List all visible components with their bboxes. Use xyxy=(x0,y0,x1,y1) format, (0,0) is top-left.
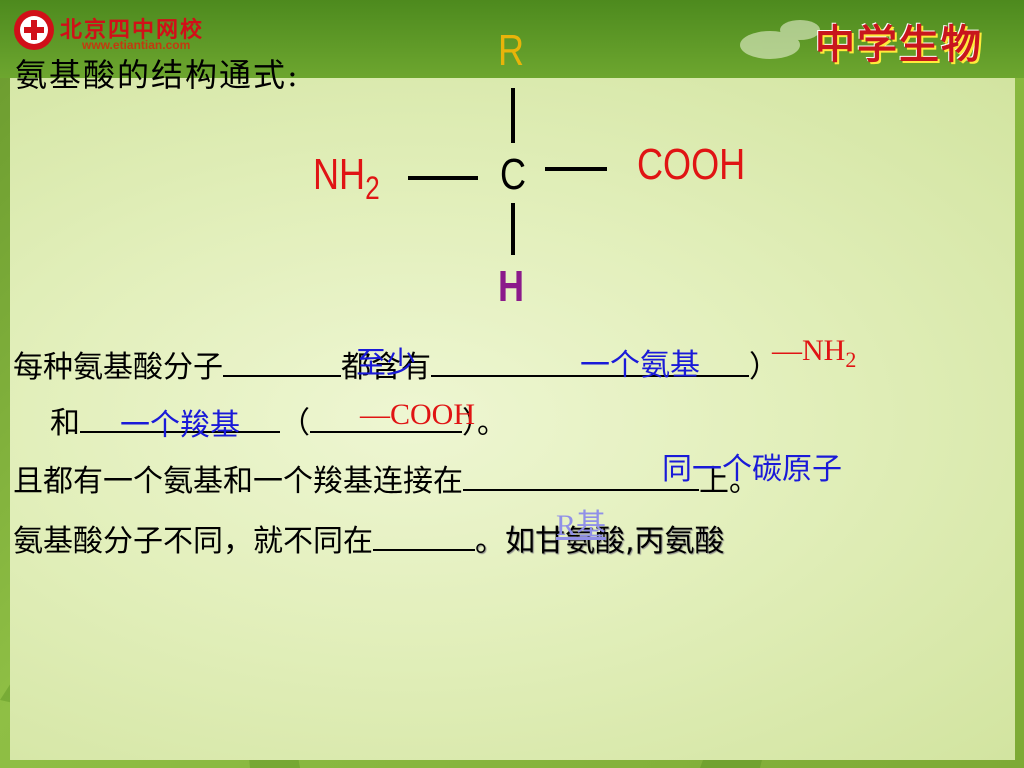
bond-top xyxy=(511,88,515,143)
line4-text-b: 。如甘氨酸,丙氨酸 xyxy=(475,524,725,559)
line2-text-b: （ xyxy=(280,406,310,441)
line1-text-c: ） xyxy=(749,350,779,385)
line1-text-b: 都含有 xyxy=(341,350,431,385)
sentence-line-1: 每种氨基酸分子 都含有 ） xyxy=(13,342,779,386)
bond-left xyxy=(408,176,478,180)
central-carbon-label: C xyxy=(500,150,527,199)
bond-right xyxy=(545,167,607,171)
answer-at-least: 至少 xyxy=(356,346,416,381)
answer-one-carboxyl: 一个羧基 xyxy=(120,408,240,443)
blank-5 xyxy=(463,459,699,491)
sentence-line-4: 氨基酸分子不同，就不同在 。如甘氨酸,丙氨酸 xyxy=(13,516,725,560)
r-group-label: R xyxy=(498,26,525,75)
blank-6 xyxy=(373,519,475,551)
blank-1 xyxy=(223,345,341,377)
blank-4 xyxy=(310,401,462,433)
answer-cooh: —COOH xyxy=(360,398,476,431)
line4-text-a: 氨基酸分子不同，就不同在 xyxy=(13,524,373,559)
sentence-line-2: 和 （ ）。 xyxy=(50,398,507,442)
line2-text-a: 和 xyxy=(50,406,80,441)
amino-group-label: NH2 xyxy=(313,150,380,207)
amino-text: NH xyxy=(313,150,366,199)
blank-3 xyxy=(80,401,280,433)
line2-text-c: ）。 xyxy=(462,406,507,441)
sentence-line-3: 且都有一个氨基和一个羧基连接在 上。 xyxy=(13,456,759,500)
school-name: 北京四中网校 xyxy=(60,17,205,43)
line3-text-a: 且都有一个氨基和一个羧基连接在 xyxy=(13,464,463,499)
subject-banner: 中学生物 xyxy=(815,21,983,68)
line3-text-b: 上。 xyxy=(699,464,759,499)
blank-2 xyxy=(431,345,749,377)
hydrogen-label: H xyxy=(498,262,525,311)
header-bar xyxy=(0,0,1024,78)
answer-same-carbon: 同一个碳原子 xyxy=(662,452,842,487)
bond-bottom xyxy=(511,203,515,255)
school-url: www.etiantian.com xyxy=(82,38,191,52)
amino-subscript: 2 xyxy=(365,170,380,206)
carboxyl-group-label: COOH xyxy=(637,140,746,189)
answer-one-amino: 一个氨基 xyxy=(580,348,700,383)
line1-text-a: 每种氨基酸分子 xyxy=(13,350,223,385)
nh2-subscript: 2 xyxy=(845,347,857,372)
answer-nh2: —NH2 xyxy=(772,334,856,373)
school-logo-icon xyxy=(14,10,54,50)
page-title: 氨基酸的结构通式: xyxy=(15,56,300,94)
content-panel xyxy=(10,78,1015,760)
nh2-text: —NH xyxy=(772,334,846,367)
answer-r-group: R基 xyxy=(556,509,607,542)
